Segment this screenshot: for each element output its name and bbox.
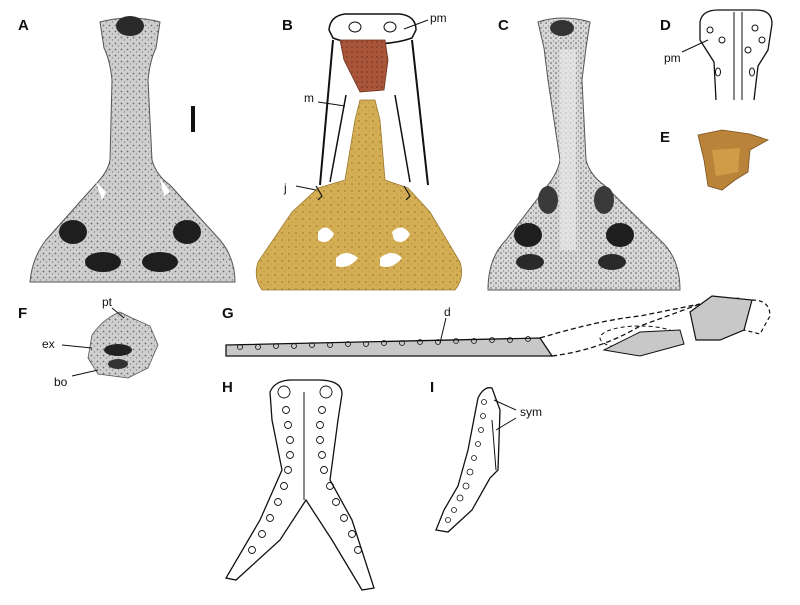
annotation-pm-d: pm (664, 51, 681, 65)
annotation-d: d (444, 305, 451, 319)
panel-c-skull-ventral (487, 17, 681, 291)
panel-label-c: C (498, 17, 509, 34)
annotation-m: m (304, 91, 314, 105)
annotation-bo: bo (54, 375, 68, 389)
panel-label-a: A (18, 17, 29, 34)
panel-f-occipital (61, 307, 159, 379)
annotation-j: j (284, 181, 287, 195)
panel-label-i: I (430, 379, 435, 396)
annotation-ex: ex (42, 337, 55, 351)
annotation-pm-b: pm (430, 11, 447, 25)
panel-label-d: D (660, 17, 671, 34)
panel-label-f: F (18, 305, 28, 322)
panel-d-snout-drawing (681, 9, 773, 101)
annotation-pt: pt (102, 295, 113, 309)
panel-e-premaxilla-photo (697, 129, 769, 191)
panel-label-e: E (660, 129, 671, 146)
panel-label-h: H (222, 379, 233, 396)
panel-b-skull-interpretive (255, 13, 463, 291)
panel-g-mandible-lateral (225, 295, 771, 357)
panel-h-mandible-dorsal (224, 379, 375, 591)
panel-label-g: G (222, 305, 234, 322)
panel-a-skull-dorsal (29, 16, 236, 283)
panel-i-mandible-symphysis (435, 387, 517, 533)
panel-label-b: B (282, 17, 293, 34)
annotation-sym: sym (520, 405, 542, 419)
